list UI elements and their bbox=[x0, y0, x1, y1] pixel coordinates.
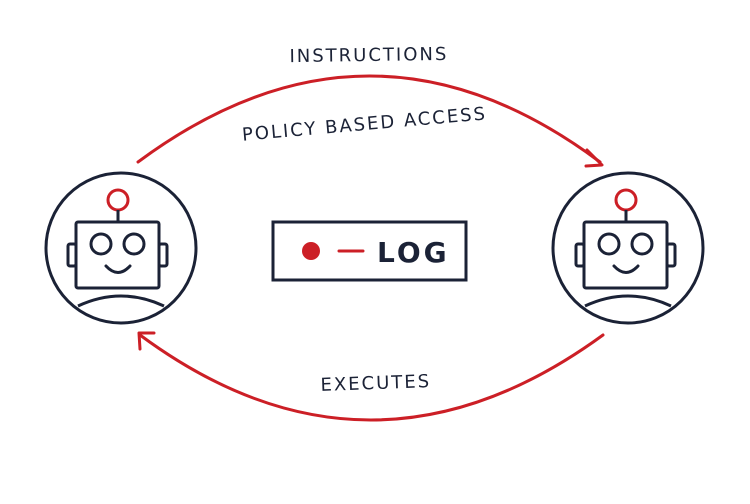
robot-head bbox=[74, 220, 161, 290]
robot-eye-left bbox=[597, 232, 621, 256]
robot-eye-left bbox=[89, 232, 113, 256]
executes-label: EXECUTES bbox=[320, 371, 431, 396]
robot-head bbox=[582, 220, 669, 290]
right-robot bbox=[551, 171, 705, 325]
policy-based-access-label: POLICY BASED ACCESS bbox=[241, 103, 488, 145]
antenna-icon bbox=[614, 188, 638, 212]
record-dot-icon bbox=[302, 242, 320, 260]
log-box: LOG bbox=[271, 220, 468, 282]
arrow-left-icon bbox=[137, 331, 156, 351]
robot-smile bbox=[612, 264, 640, 274]
arrow-right-icon bbox=[584, 148, 604, 168]
left-robot bbox=[44, 171, 198, 325]
log-label: LOG bbox=[377, 236, 450, 269]
instructions-label: INSTRUCTIONS bbox=[289, 44, 448, 67]
robot-smile bbox=[104, 264, 132, 274]
robot-eye-right bbox=[122, 232, 146, 256]
robot-shoulders bbox=[77, 294, 165, 308]
robot-shoulders bbox=[584, 294, 672, 308]
antenna-icon bbox=[106, 188, 130, 212]
top-flow-arrow-line bbox=[136, 74, 602, 164]
robot-eye-right bbox=[630, 232, 654, 256]
bottom-flow-arrow-line bbox=[138, 333, 605, 422]
